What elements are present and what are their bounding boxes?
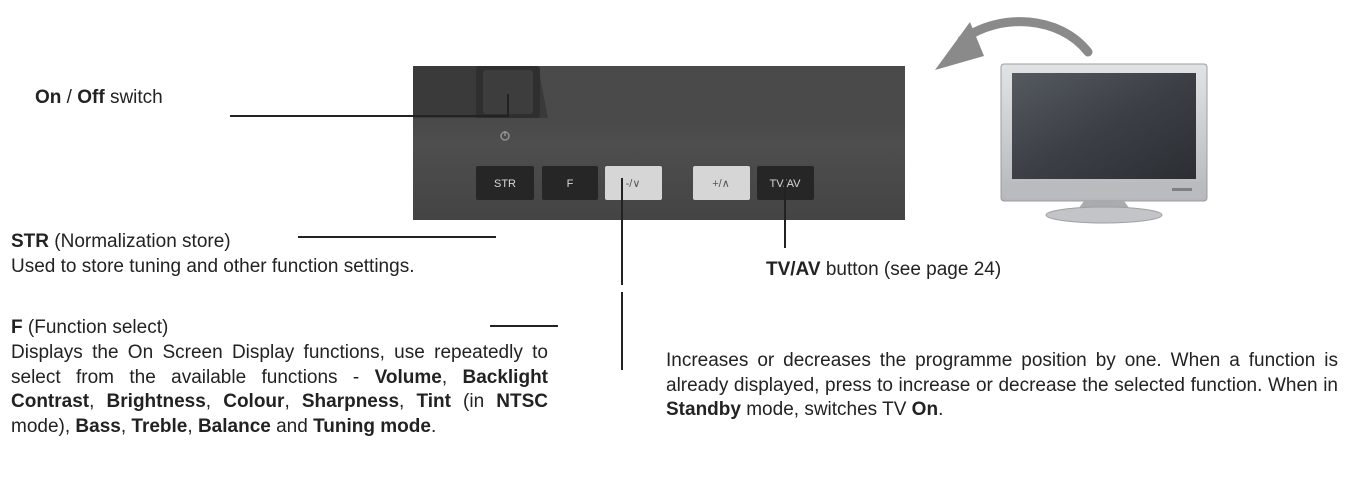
tvav-rest: button (see page 24)	[820, 259, 1002, 280]
fn-ntsc: NTSC	[496, 391, 549, 412]
curved-arrow-icon	[935, 17, 1093, 70]
fn-sharpness: Sharpness	[301, 391, 400, 412]
fn-brightness: Brightness	[106, 391, 206, 412]
fn-colour: Colour	[223, 391, 285, 412]
power-icon	[500, 131, 510, 141]
control-panel: STR F -/∨ +/∧ TV/AV	[413, 66, 905, 220]
str-callout: STR (Normalization store) Used to store …	[11, 230, 414, 279]
str-button[interactable]: STR	[476, 166, 534, 200]
on-off-separator: /	[61, 87, 78, 108]
str-description: Used to store tuning and other function …	[11, 255, 415, 277]
fn-sep-8: ,	[120, 415, 132, 437]
on-off-switch-text: switch	[104, 87, 163, 108]
fn-sep-3: ,	[205, 391, 224, 412]
callout-lines	[230, 94, 786, 370]
fn-sep-5: ,	[399, 391, 417, 412]
panel-bevel	[538, 66, 905, 118]
power-switch-face	[483, 70, 533, 114]
tvav-callout: TV/AV button (see page 24)	[766, 258, 1001, 283]
updown-text-3: .	[938, 399, 944, 420]
str-title: STR (Normalization store)	[11, 230, 414, 255]
fn-sep-7: mode),	[11, 415, 76, 437]
f-title-rest: (Function select)	[22, 317, 169, 338]
fn-sep-1: ,	[441, 366, 463, 388]
on-label: On	[35, 87, 62, 108]
updown-text-2: mode, switches TV	[740, 399, 912, 420]
fn-tuning-mode: Tuning mode	[313, 415, 431, 437]
f-description: Displays the On Screen Display functions…	[11, 341, 548, 439]
off-label: Off	[77, 87, 105, 108]
down-button-label: -/∨	[626, 178, 641, 190]
down-button[interactable]: -/∨	[605, 166, 662, 200]
f-button-label: F	[567, 178, 574, 190]
tvav-label: TV/AV	[766, 259, 821, 280]
fn-sep-10: and	[270, 415, 314, 437]
on-off-leader	[230, 94, 509, 117]
standby-label: Standby	[666, 399, 741, 420]
f-button[interactable]: F	[542, 166, 598, 200]
f-desc-intro: Displays the On Screen Display functions…	[11, 342, 548, 388]
str-button-label: STR	[494, 178, 516, 190]
str-title-rest: (Normalization store)	[49, 231, 231, 252]
updown-description: Increases or decreases the programme pos…	[666, 349, 1338, 423]
on-mode-label: On	[911, 399, 939, 420]
str-label: STR	[11, 231, 49, 252]
f-label: F	[11, 317, 23, 338]
fn-sep-6: (in	[450, 391, 497, 412]
on-off-callout: On / Off switch	[35, 86, 163, 111]
fn-sep-4: ,	[284, 391, 302, 412]
fn-treble: Treble	[131, 415, 188, 437]
fn-sep-2: ,	[89, 391, 107, 412]
fn-bass: Bass	[75, 415, 121, 437]
up-button[interactable]: +/∧	[693, 166, 750, 200]
fn-tint: Tint	[416, 391, 451, 412]
fn-balance: Balance	[197, 415, 271, 437]
fn-sep-9: ,	[187, 415, 198, 437]
tv-illustration	[1000, 63, 1208, 224]
fn-sep-11: .	[430, 415, 437, 437]
fn-volume: Volume	[374, 366, 442, 388]
fn-backlight-contrast: Backlight Contrast	[11, 366, 549, 413]
f-callout-title: F (Function select)	[11, 316, 168, 341]
up-button-label: +/∧	[712, 178, 730, 190]
updown-text-1: Increases or decreases the programme pos…	[666, 350, 1338, 396]
